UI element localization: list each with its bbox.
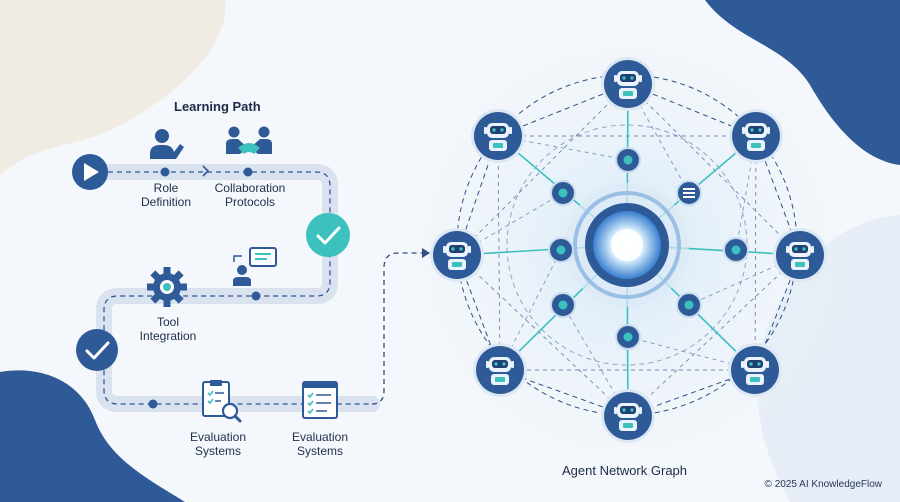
network-nodes [430, 57, 827, 443]
network-title: Agent Network Graph [562, 463, 688, 478]
chevron-right-icon [202, 165, 210, 177]
checkpoint-complete-1 [306, 213, 350, 257]
person-icon [150, 129, 184, 160]
robot-icon [601, 389, 655, 443]
step-label-line: Collaboration [214, 181, 286, 195]
core-light [611, 229, 643, 261]
step-label-line: Systems [296, 444, 343, 458]
play-icon [84, 163, 99, 181]
step-label-collaboration-protocols: Collaboration Protocols [208, 181, 292, 209]
step-label-evaluation-systems: Evaluation Systems [183, 430, 253, 458]
network-link [627, 83, 690, 194]
hub-node [550, 292, 576, 318]
hub-node [676, 292, 702, 318]
network-link [627, 83, 801, 256]
network-link [562, 304, 629, 417]
gear-icon [147, 267, 187, 307]
track-dot [251, 291, 261, 301]
step-label-line: Evaluation [189, 430, 247, 444]
hub-node [615, 147, 641, 173]
blob-top-left [0, 0, 226, 175]
hub-node [615, 324, 641, 350]
step-label-line: Integration [139, 329, 197, 343]
checklist-icon [302, 381, 338, 419]
network-link [456, 254, 629, 417]
hub-node [550, 180, 576, 206]
robot-icon [728, 343, 782, 397]
step-label-line: Evaluation [291, 430, 349, 444]
track-dot [243, 167, 253, 177]
step-label-line: Tool [156, 315, 179, 329]
step-label-evaluation-systems: Evaluation Systems [285, 430, 355, 458]
step-label-line: Role [153, 181, 179, 195]
chat-person-icon [233, 247, 277, 286]
step-label-tool-integration: Tool Integration [134, 315, 202, 343]
network-link [754, 135, 757, 371]
step-label-line: Protocols [224, 195, 276, 209]
blob-bottom-left [0, 370, 185, 502]
hub-node [723, 237, 749, 263]
robot-icon [473, 343, 527, 397]
robot-icon [430, 228, 484, 282]
checkpoint-complete-2 [76, 329, 118, 371]
core-ring [573, 191, 681, 299]
hub-node [676, 180, 702, 206]
step-label-line: Definition [140, 195, 192, 209]
network-link [627, 336, 756, 371]
network-link [497, 135, 629, 161]
robot-icon [773, 228, 827, 282]
robot-icon [729, 109, 783, 163]
network-link [499, 249, 562, 371]
network-link [456, 83, 629, 256]
network-link [497, 135, 501, 371]
hub-node [548, 237, 574, 263]
checkmark-icon [85, 341, 110, 360]
step-label-line: Systems [194, 444, 241, 458]
connector-arrowhead [422, 248, 430, 258]
clipboard-search-icon [202, 380, 242, 423]
robot-icon [471, 109, 525, 163]
handshake-icon [226, 126, 272, 154]
learning-path-track [82, 164, 380, 412]
robot-icon [601, 57, 655, 111]
step-label-role-definition: Role Definition [136, 181, 196, 209]
start-play-button[interactable] [72, 154, 108, 190]
learning-path-title: Learning Path [174, 99, 261, 114]
blob-top-right [705, 0, 900, 165]
copyright-notice: © 2025 AI KnowledgeFlow [764, 479, 882, 490]
checkmark-icon [316, 226, 341, 245]
track-dot [160, 167, 170, 177]
track-dot [148, 399, 158, 409]
